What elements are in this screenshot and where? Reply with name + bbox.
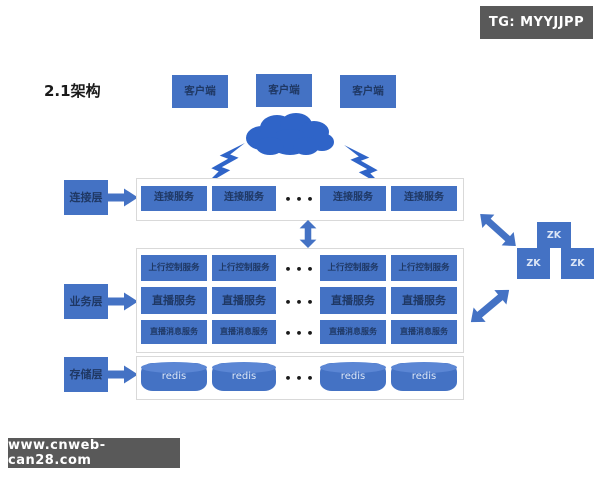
double-arrow-diagonal-icon xyxy=(465,272,515,323)
live-message-service-box: 直播消息服务 xyxy=(320,320,386,344)
storage-layer-label: 存储层 xyxy=(64,357,108,392)
lightning-bolt-icon xyxy=(205,143,247,185)
connection-layer-label: 连接层 xyxy=(64,180,108,215)
client-box: 客户端 xyxy=(340,75,396,108)
ellipsis-dots: ••• xyxy=(284,372,318,385)
zk-node-box: ZK xyxy=(517,248,550,279)
live-service-box: 直播服务 xyxy=(141,287,207,314)
double-arrow-vertical-icon xyxy=(297,220,319,248)
uplink-control-service-box: 上行控制服务 xyxy=(141,255,207,281)
live-message-service-box: 直播消息服务 xyxy=(391,320,457,344)
right-arrow-icon xyxy=(108,365,138,384)
zk-node-box: ZK xyxy=(561,248,594,279)
double-arrow-diagonal-icon xyxy=(474,194,522,247)
ellipsis-dots: ••• xyxy=(284,327,318,340)
ellipsis-dots: ••• xyxy=(284,193,318,206)
ellipsis-dots: ••• xyxy=(284,296,318,309)
redis-cylinder: redis xyxy=(320,362,386,391)
zk-node-box: ZK xyxy=(537,222,571,248)
connection-service-box: 连接服务 xyxy=(320,186,386,211)
business-layer-label: 业务层 xyxy=(64,284,108,319)
uplink-control-service-box: 上行控制服务 xyxy=(391,255,457,281)
ellipsis-dots: ••• xyxy=(284,263,318,276)
watermark-badge: www.cnweb-can28.com xyxy=(8,438,180,468)
live-message-service-box: 直播消息服务 xyxy=(141,320,207,344)
client-box: 客户端 xyxy=(172,75,228,108)
live-service-box: 直播服务 xyxy=(212,287,276,314)
live-message-service-box: 直播消息服务 xyxy=(212,320,276,344)
live-service-box: 直播服务 xyxy=(320,287,386,314)
page-title: 2.1架构 xyxy=(44,82,101,100)
connection-service-box: 连接服务 xyxy=(391,186,457,211)
uplink-control-service-box: 上行控制服务 xyxy=(320,255,386,281)
redis-cylinder: redis xyxy=(212,362,276,391)
connection-service-box: 连接服务 xyxy=(141,186,207,211)
live-service-box: 直播服务 xyxy=(391,287,457,314)
connection-service-box: 连接服务 xyxy=(212,186,276,211)
client-box: 客户端 xyxy=(256,74,312,107)
uplink-control-service-box: 上行控制服务 xyxy=(212,255,276,281)
redis-cylinder: redis xyxy=(141,362,207,391)
network-cloud-icon xyxy=(232,108,344,160)
tg-badge: TG: MYYJJPP xyxy=(480,6,593,39)
right-arrow-icon xyxy=(108,188,138,207)
lightning-bolt-icon xyxy=(342,145,384,187)
right-arrow-icon xyxy=(108,292,138,311)
redis-cylinder: redis xyxy=(391,362,457,391)
